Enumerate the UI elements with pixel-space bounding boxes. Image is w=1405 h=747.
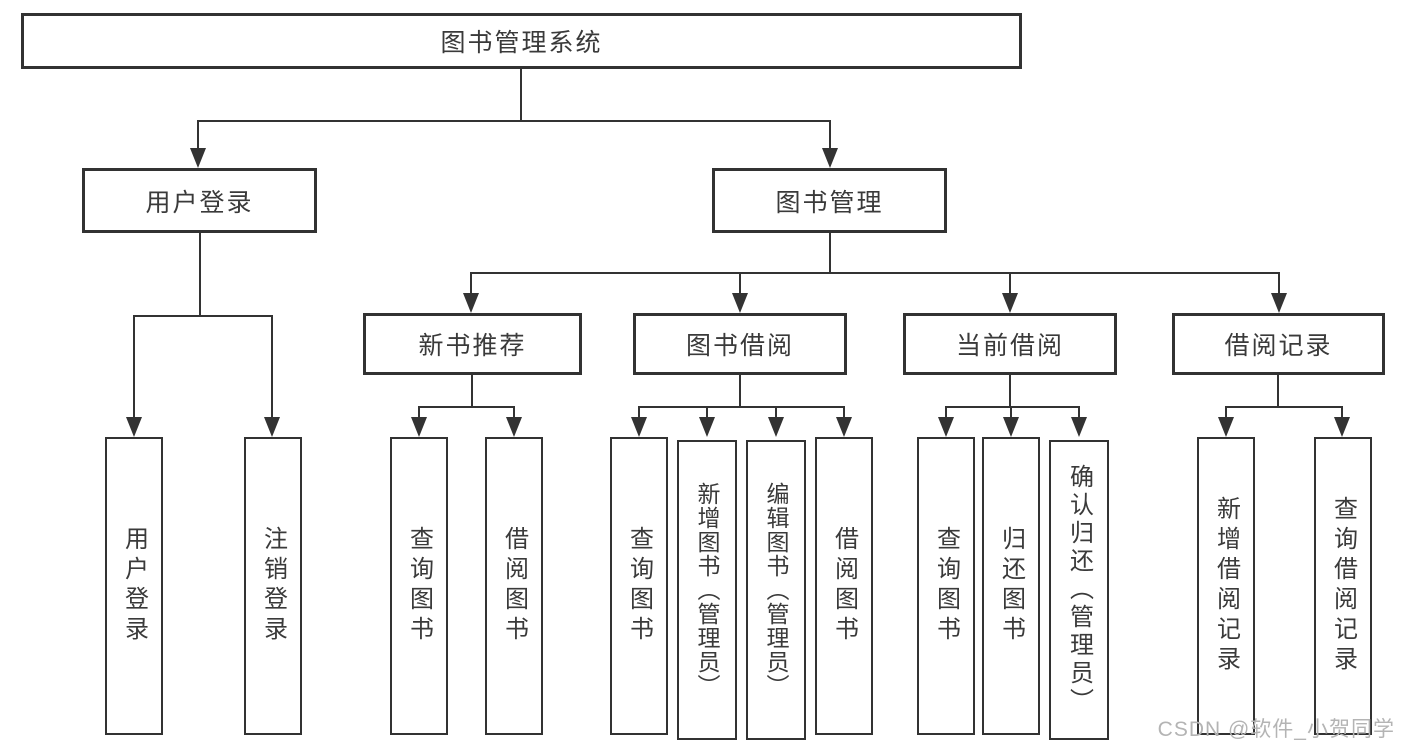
connector-drop — [513, 406, 515, 420]
leaf-add-borrow-record: 新增借阅记录 — [1197, 437, 1255, 735]
connector-drop — [1225, 406, 1227, 420]
csdn-watermark: CSDN @软件_小贺同学 — [1157, 718, 1395, 741]
arrowhead-down-icon — [1071, 417, 1087, 437]
connector-drop — [1078, 406, 1080, 420]
connector-drop — [1278, 272, 1280, 295]
connector-bus — [1225, 406, 1343, 408]
arrowhead-down-icon — [506, 417, 522, 437]
arrowhead-down-icon — [264, 417, 280, 437]
connector-drop — [739, 272, 741, 295]
arrowhead-down-icon — [938, 417, 954, 437]
connector-drop — [638, 406, 640, 420]
node-library-management-system: 图书管理系统 — [21, 13, 1022, 69]
connector-drop — [418, 406, 420, 420]
arrowhead-down-icon — [1002, 293, 1018, 313]
leaf-edit-books-admin: 编辑图书（管理员） — [746, 440, 806, 740]
leaf-query-books-current: 查询图书 — [917, 437, 975, 735]
connector-drop — [706, 406, 708, 420]
connector-drop — [843, 406, 845, 420]
leaf-user-login: 用户登录 — [105, 437, 163, 735]
arrowhead-down-icon — [1003, 417, 1019, 437]
arrowhead-down-icon — [126, 417, 142, 437]
connector-drop — [1009, 272, 1011, 295]
connector-stem — [1009, 375, 1011, 406]
arrowhead-down-icon — [836, 417, 852, 437]
arrowhead-down-icon — [463, 293, 479, 313]
arrowhead-down-icon — [1334, 417, 1350, 437]
connector-stem — [739, 375, 741, 406]
connector-drop — [1341, 406, 1343, 420]
connector-drop — [197, 120, 199, 150]
connector-drop — [133, 315, 135, 419]
connector-drop — [271, 315, 273, 419]
arrowhead-down-icon — [822, 148, 838, 168]
connector-bus — [945, 406, 1080, 408]
node-book-management-branch: 图书管理 — [712, 168, 947, 233]
connector-stem — [1277, 375, 1279, 406]
arrowhead-down-icon — [411, 417, 427, 437]
arrowhead-down-icon — [1271, 293, 1287, 313]
leaf-borrow-books-recommend: 借阅图书 — [485, 437, 543, 735]
arrowhead-down-icon — [768, 417, 784, 437]
connector-drop — [945, 406, 947, 420]
connector-stem — [520, 69, 522, 120]
leaf-logout: 注销登录 — [244, 437, 302, 735]
leaf-return-books: 归还图书 — [982, 437, 1040, 735]
leaf-query-borrow-record: 查询借阅记录 — [1314, 437, 1372, 735]
connector-bus — [197, 120, 831, 122]
leaf-confirm-return-admin: 确认归还（管理员） — [1049, 440, 1109, 740]
node-borrowing-records: 借阅记录 — [1172, 313, 1385, 375]
connector-drop — [470, 272, 472, 295]
arrowhead-down-icon — [1218, 417, 1234, 437]
connector-drop — [775, 406, 777, 420]
leaf-add-books-admin: 新增图书（管理员） — [677, 440, 737, 740]
arrowhead-down-icon — [631, 417, 647, 437]
arrowhead-down-icon — [190, 148, 206, 168]
connector-drop — [1010, 406, 1012, 420]
connector-stem — [199, 233, 201, 315]
arrowhead-down-icon — [699, 417, 715, 437]
arrowhead-down-icon — [732, 293, 748, 313]
leaf-borrow-books-borrowing: 借阅图书 — [815, 437, 873, 735]
node-new-book-recommendation: 新书推荐 — [363, 313, 582, 375]
connector-bus — [418, 406, 515, 408]
connector-bus — [470, 272, 1280, 274]
leaf-query-books-recommend: 查询图书 — [390, 437, 448, 735]
leaf-query-books-borrowing: 查询图书 — [610, 437, 668, 735]
node-user-login-branch: 用户登录 — [82, 168, 317, 233]
connector-bus — [133, 315, 273, 317]
connector-stem — [829, 233, 831, 272]
connector-stem — [471, 375, 473, 406]
connector-bus — [638, 406, 845, 408]
connector-drop — [829, 120, 831, 150]
node-book-borrowing: 图书借阅 — [633, 313, 847, 375]
node-current-borrowing: 当前借阅 — [903, 313, 1117, 375]
